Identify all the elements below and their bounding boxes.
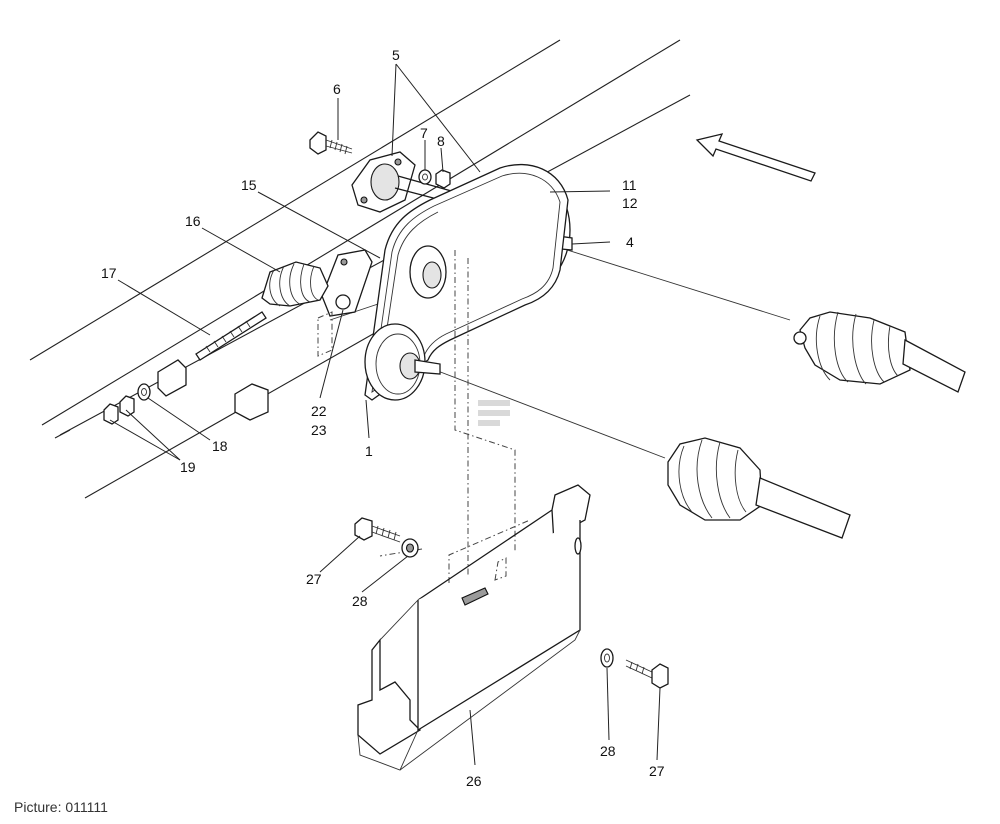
callout-1: 1 <box>365 443 373 459</box>
washer-28-left <box>401 538 419 558</box>
callout-11: 11 <box>622 177 637 193</box>
callout-27-left: 27 <box>306 571 322 587</box>
leader-lines <box>109 63 661 766</box>
callout-4: 4 <box>626 234 634 250</box>
callout-22: 22 <box>311 403 327 419</box>
callout-5: 5 <box>392 47 400 63</box>
bolt-27-right <box>625 659 669 689</box>
callout-12: 12 <box>622 195 638 211</box>
callout-28-left: 28 <box>352 593 368 609</box>
pulley-bracket-flange <box>351 151 463 213</box>
bolt-6 <box>309 131 353 155</box>
picture-caption: Picture: 011111 <box>14 799 108 815</box>
tension-arm-plate <box>321 249 373 317</box>
threaded-rod <box>195 311 267 361</box>
callout-17: 17 <box>101 265 117 281</box>
guard-bracket-26 <box>357 484 591 771</box>
washer-18 <box>137 383 151 401</box>
nuts-19 <box>103 395 135 425</box>
callout-15: 15 <box>241 177 257 193</box>
callout-28-right: 28 <box>600 743 616 759</box>
callout-26: 26 <box>466 773 482 789</box>
washer-7 <box>418 169 432 185</box>
bolt-27-left <box>354 517 401 543</box>
tensioner-pulley-upper <box>409 245 447 299</box>
callout-8: 8 <box>437 133 445 149</box>
callout-23: 23 <box>311 422 327 438</box>
drive-shaft-boot-upper <box>793 311 966 393</box>
callout-6: 6 <box>333 81 341 97</box>
tension-spring <box>261 261 329 307</box>
callout-labels: 5 6 7 8 11 12 4 15 16 17 22 23 1 18 19 2… <box>101 47 665 789</box>
direction-arrow-icon <box>695 133 816 182</box>
frame-bracket-tabs <box>157 311 333 421</box>
callout-7: 7 <box>420 125 428 141</box>
lower-pulley <box>364 323 441 401</box>
callout-18: 18 <box>212 438 228 454</box>
washer-28-right <box>600 648 614 668</box>
nut-8 <box>435 169 451 189</box>
watermark-logo-icon <box>478 400 510 426</box>
callout-27-right: 27 <box>649 763 665 779</box>
callout-19: 19 <box>180 459 196 475</box>
callout-16: 16 <box>185 213 201 229</box>
drive-shaft-boot-lower <box>667 437 851 539</box>
